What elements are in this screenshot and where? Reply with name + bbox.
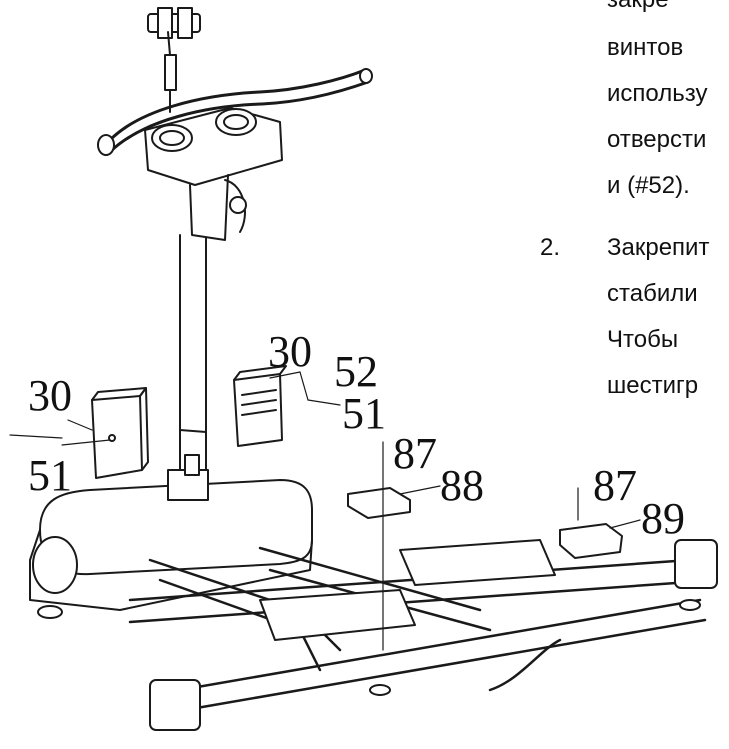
handlebar [97,68,373,156]
instruction-step2-line-2: стабили [607,280,698,307]
instruction-line-top: закре [607,0,669,14]
instructions-column: закре винтов использу отверсти и (#52). … [540,0,729,420]
step-2-number: 2. [540,234,561,261]
base-housing [29,454,313,611]
instruction-step1-line-2: использу [607,80,708,107]
callout-52: 52 [334,347,378,396]
pedals [259,539,556,641]
console [144,107,283,241]
pedal-shrouds [347,441,623,651]
right-cover [233,365,287,447]
callout-51-left: 51 [28,451,72,500]
callout-51-right: 51 [342,389,386,438]
phone-holder [147,7,201,113]
instruction-step1-line-4: и (#52). [607,172,690,199]
callout-89: 89 [641,494,685,543]
callout-labels: 30 51 30 52 51 87 88 87 89 [28,327,685,543]
callout-87-right: 87 [593,461,637,510]
callout-30-left: 30 [28,371,72,420]
instruction-step2-line-3: Чтобы [607,326,679,353]
leader-lines [9,371,641,529]
instruction-step2-line-4: шестигр [607,372,699,399]
callout-88: 88 [440,461,484,510]
instruction-step1-line-1: винтов [607,34,684,61]
left-cover [91,387,149,479]
upright-post [179,234,207,501]
callout-30-right: 30 [268,327,312,376]
callout-87-center: 87 [393,429,437,478]
feet [37,539,718,731]
instruction-step1-line-3: отверсти [607,126,707,153]
instruction-step2-line-1: Закрепит [607,234,710,261]
